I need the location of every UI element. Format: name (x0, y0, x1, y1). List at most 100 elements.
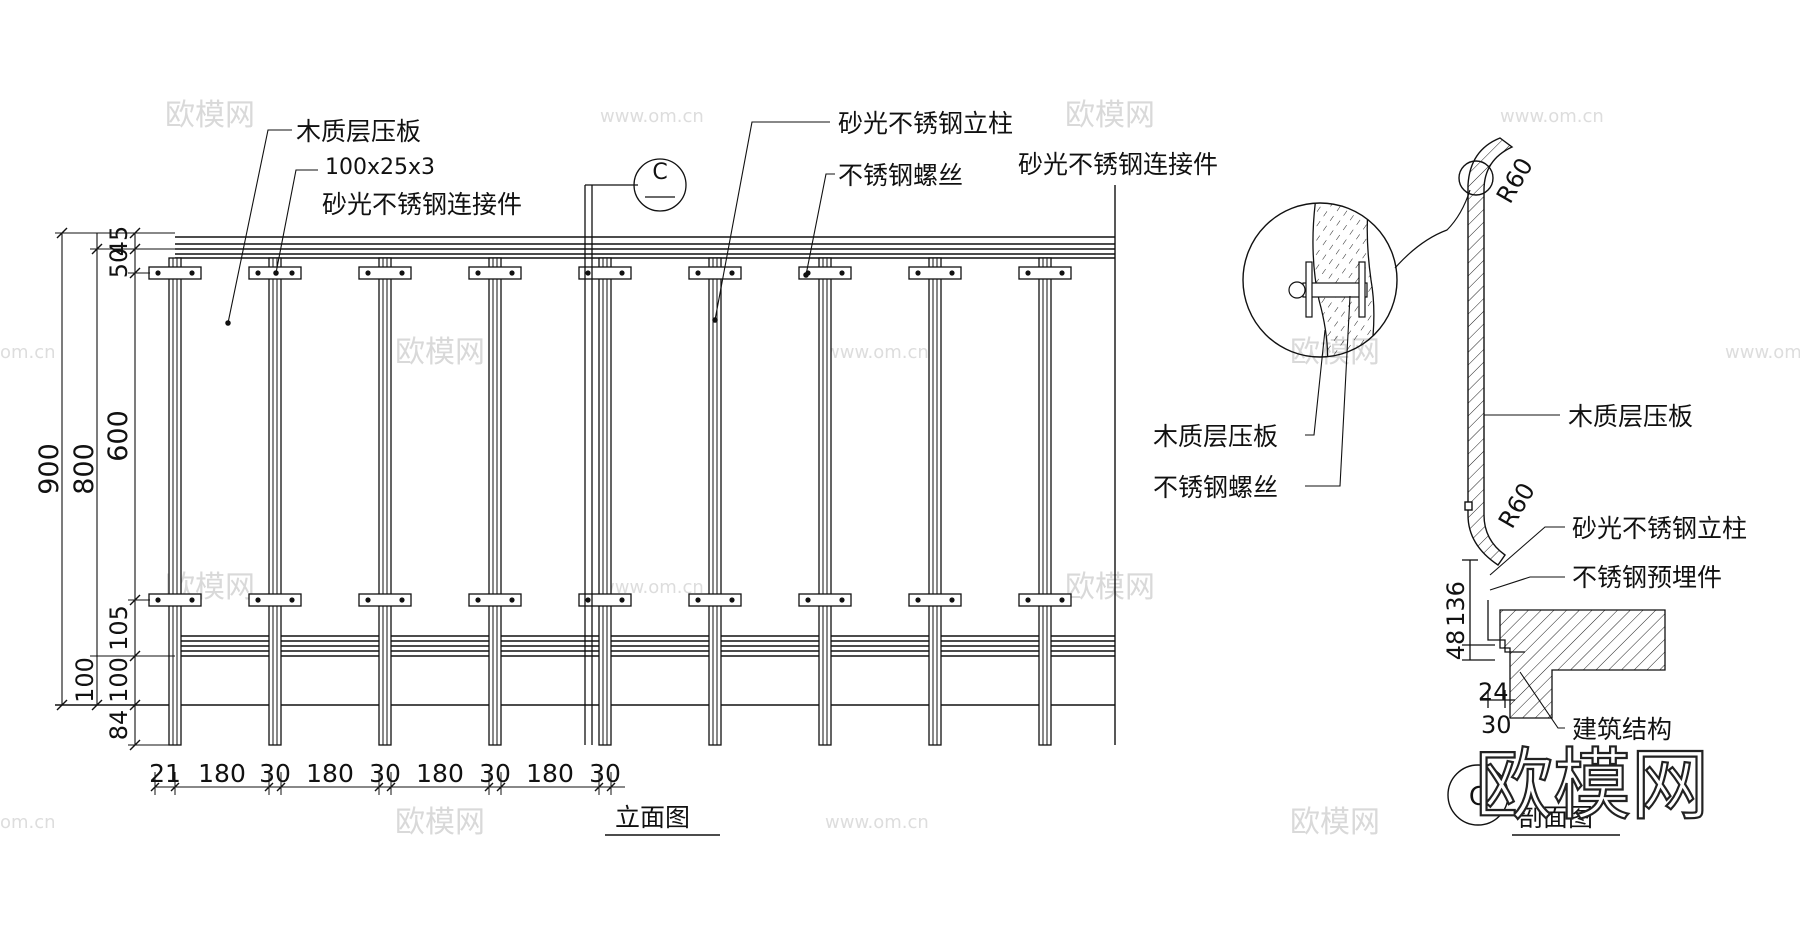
detail-leader-curve (1394, 189, 1471, 269)
post (468, 257, 522, 746)
section-leaders (1305, 295, 1565, 729)
label-wood-panel-detail: 木质层压板 (1153, 422, 1278, 451)
watermark-brand: 欧模网 (165, 98, 255, 133)
section-title-marker (1447, 764, 1509, 826)
label-structure: 建筑结构 (1572, 715, 1672, 744)
screw-icon (189, 597, 195, 603)
dim-tick (594, 782, 604, 792)
connector-bracket (358, 266, 412, 280)
dim-horizontal-label: 180 (306, 759, 354, 788)
watermark-brand: 欧模网 (1065, 570, 1155, 605)
dim-tick (91, 699, 103, 711)
section-marker-letter: C (652, 160, 667, 185)
dim-horizontal-label: 180 (198, 759, 246, 788)
leader-structure (1519, 671, 1565, 729)
leader-connector (275, 169, 318, 274)
watermark-url: www.om.cn (1500, 106, 1604, 127)
screw-icon (155, 597, 161, 603)
dim-horizontal-label: 30 (369, 759, 401, 788)
section-base (1462, 559, 1666, 719)
detail-wood-section (1312, 203, 1375, 357)
radius-bottom: R60 (1493, 478, 1541, 533)
connector-bracket (248, 593, 302, 607)
watermark-brand: 欧模网 (1290, 805, 1380, 840)
post-outline (928, 257, 942, 746)
dim-100-inner: 100 (105, 657, 133, 703)
post-top-circle (1458, 160, 1494, 196)
post-outline (708, 257, 722, 746)
leader-wood-panel (227, 129, 292, 324)
section-post (1458, 137, 1514, 566)
connector-bracket (798, 266, 852, 280)
screw-icon (289, 270, 295, 276)
screw-icon (255, 597, 261, 603)
post-outline (1038, 257, 1052, 746)
dim-100-outer: 100 (71, 657, 99, 703)
dim-horizontal-label: 180 (416, 759, 464, 788)
elevation-title: 立面图 (615, 803, 690, 832)
post-outline (268, 257, 282, 746)
watermark-url: www.om.cn (600, 106, 704, 127)
screw-icon (189, 270, 195, 276)
dim-tick (56, 227, 68, 239)
dim-tick (170, 782, 180, 792)
watermark-url: www.om.cn (1725, 342, 1800, 363)
embedded-plate (1487, 600, 1525, 653)
screw-icon (915, 597, 921, 603)
dim-tick (276, 782, 286, 792)
building-structure (1499, 609, 1666, 719)
leader-dot (273, 270, 279, 276)
section-title: 剖面图 (1518, 803, 1593, 832)
leader-dot (803, 272, 809, 278)
leader-embedded (1489, 576, 1565, 591)
screw-icon (585, 597, 591, 603)
watermark-brand: 欧模网 (395, 805, 485, 840)
label-wood-panel-section: 木质层压板 (1568, 402, 1693, 431)
label-connector-right: 砂光不锈钢连接件 (1018, 150, 1218, 179)
label-screw-detail: 不锈钢螺丝 (1153, 473, 1278, 502)
detail-plate-right (1358, 261, 1366, 318)
dim-tick (496, 782, 506, 792)
screw-icon (619, 597, 625, 603)
dim-136: 136 (1442, 581, 1470, 627)
label-post: 砂光不锈钢立柱 (838, 109, 1013, 138)
label-screw: 不锈钢螺丝 (838, 161, 963, 190)
post (148, 257, 202, 746)
screw-icon (729, 597, 735, 603)
screw-icon (949, 270, 955, 276)
connector-bracket (688, 593, 742, 607)
post-fixing (1464, 501, 1473, 511)
connector-bracket (468, 266, 522, 280)
leader-post-section (1489, 526, 1565, 576)
post (688, 257, 742, 746)
dim-105: 105 (105, 605, 133, 651)
dim-tick (264, 782, 274, 792)
screw-icon (839, 597, 845, 603)
dim-tick (386, 782, 396, 792)
radius-top: R60 (1491, 153, 1539, 208)
dim-tick (129, 267, 141, 279)
screw-icon (619, 270, 625, 276)
screw-icon (1059, 270, 1065, 276)
dim-horizontal-label: 30 (479, 759, 511, 788)
dim-84: 84 (105, 710, 133, 741)
watermark-brand: 欧模网 (1065, 98, 1155, 133)
label-connector: 砂光不锈钢连接件 (322, 190, 522, 219)
section-marker-circle (633, 158, 687, 212)
label-wood-panel: 木质层压板 (296, 117, 421, 146)
watermark-url: om.cn (0, 342, 56, 363)
dim-tick (129, 739, 141, 751)
leader-screw-detail (1305, 295, 1351, 487)
post (578, 257, 632, 746)
dim-900: 900 (34, 443, 65, 495)
connector-bracket (1018, 266, 1072, 280)
screw-icon (585, 270, 591, 276)
screw-icon (1025, 270, 1031, 276)
dim-tick (374, 782, 384, 792)
posts-group (148, 257, 1072, 746)
dim-tick (129, 594, 141, 606)
screw-icon (1059, 597, 1065, 603)
section-cut-marker (584, 158, 687, 745)
